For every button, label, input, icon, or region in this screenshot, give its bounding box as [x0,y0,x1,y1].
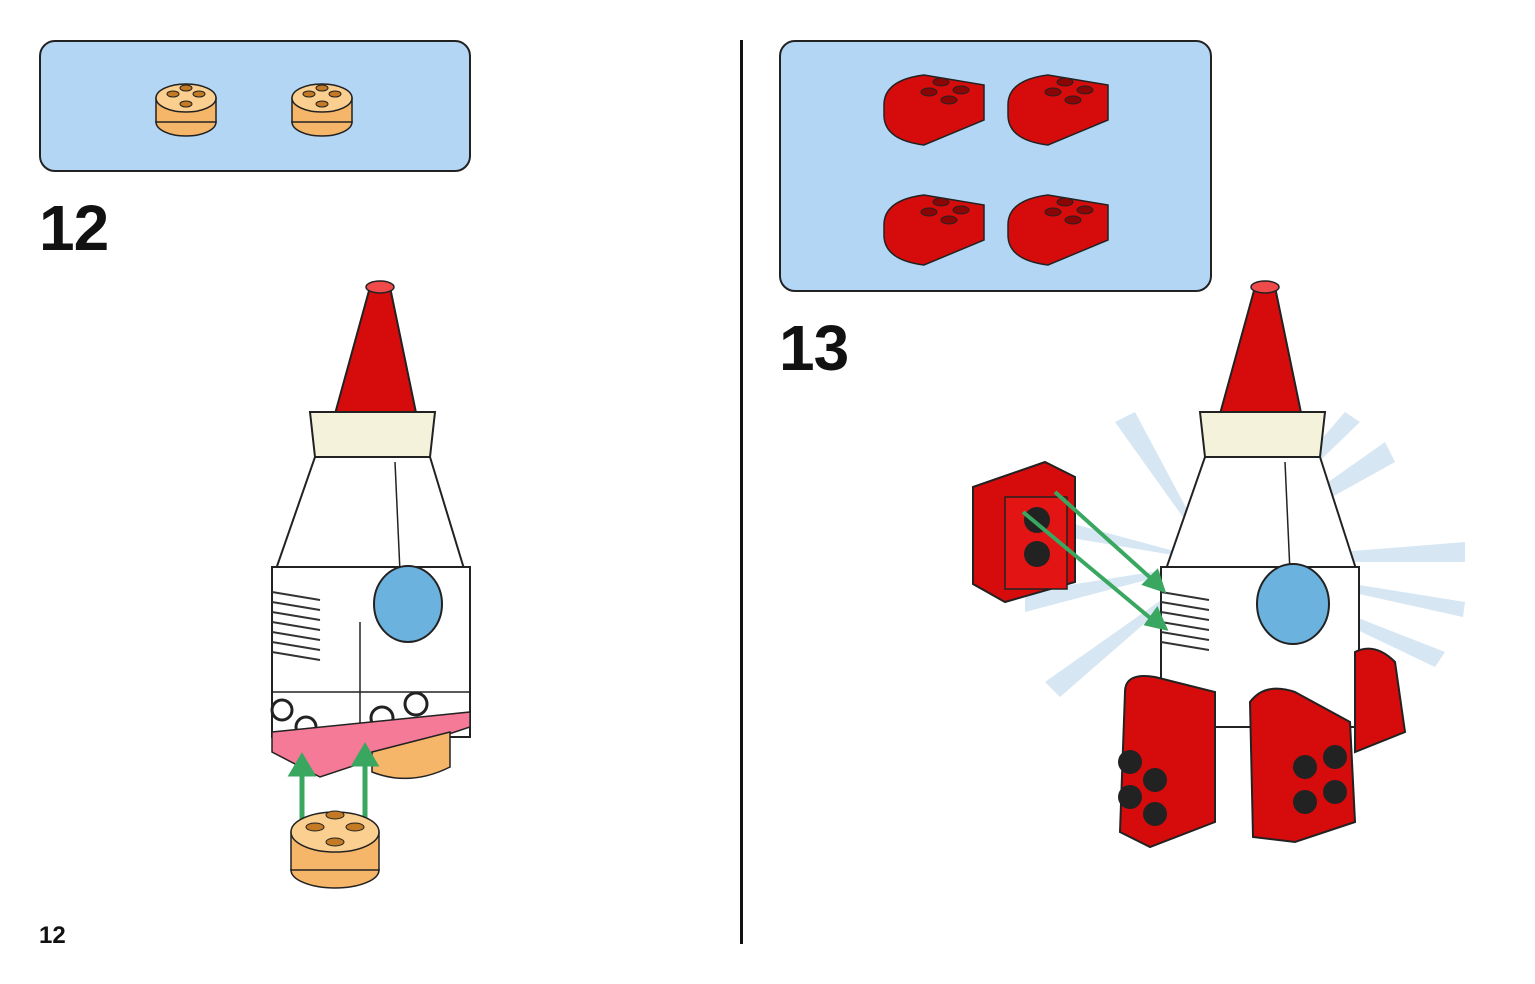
red-curved-slope-brick-icon [1007,74,1109,146]
parts-callout-step-12 [39,40,471,172]
step-number: 13 [779,312,849,384]
red-curved-slope-brick-icon [883,194,985,266]
page-number: 12 [39,922,66,949]
orange-round-brick-icon [155,83,217,137]
rocket-assembly-step-13 [972,280,1465,849]
red-curved-slope-brick-icon [883,74,985,146]
rocket-assembly-step-12 [270,280,471,889]
parts-callout-step-13 [779,40,1212,292]
page-divider [740,40,743,944]
red-curved-slope-brick-icon [1007,194,1109,266]
step-number: 12 [39,192,109,264]
orange-round-brick-icon [291,83,353,137]
